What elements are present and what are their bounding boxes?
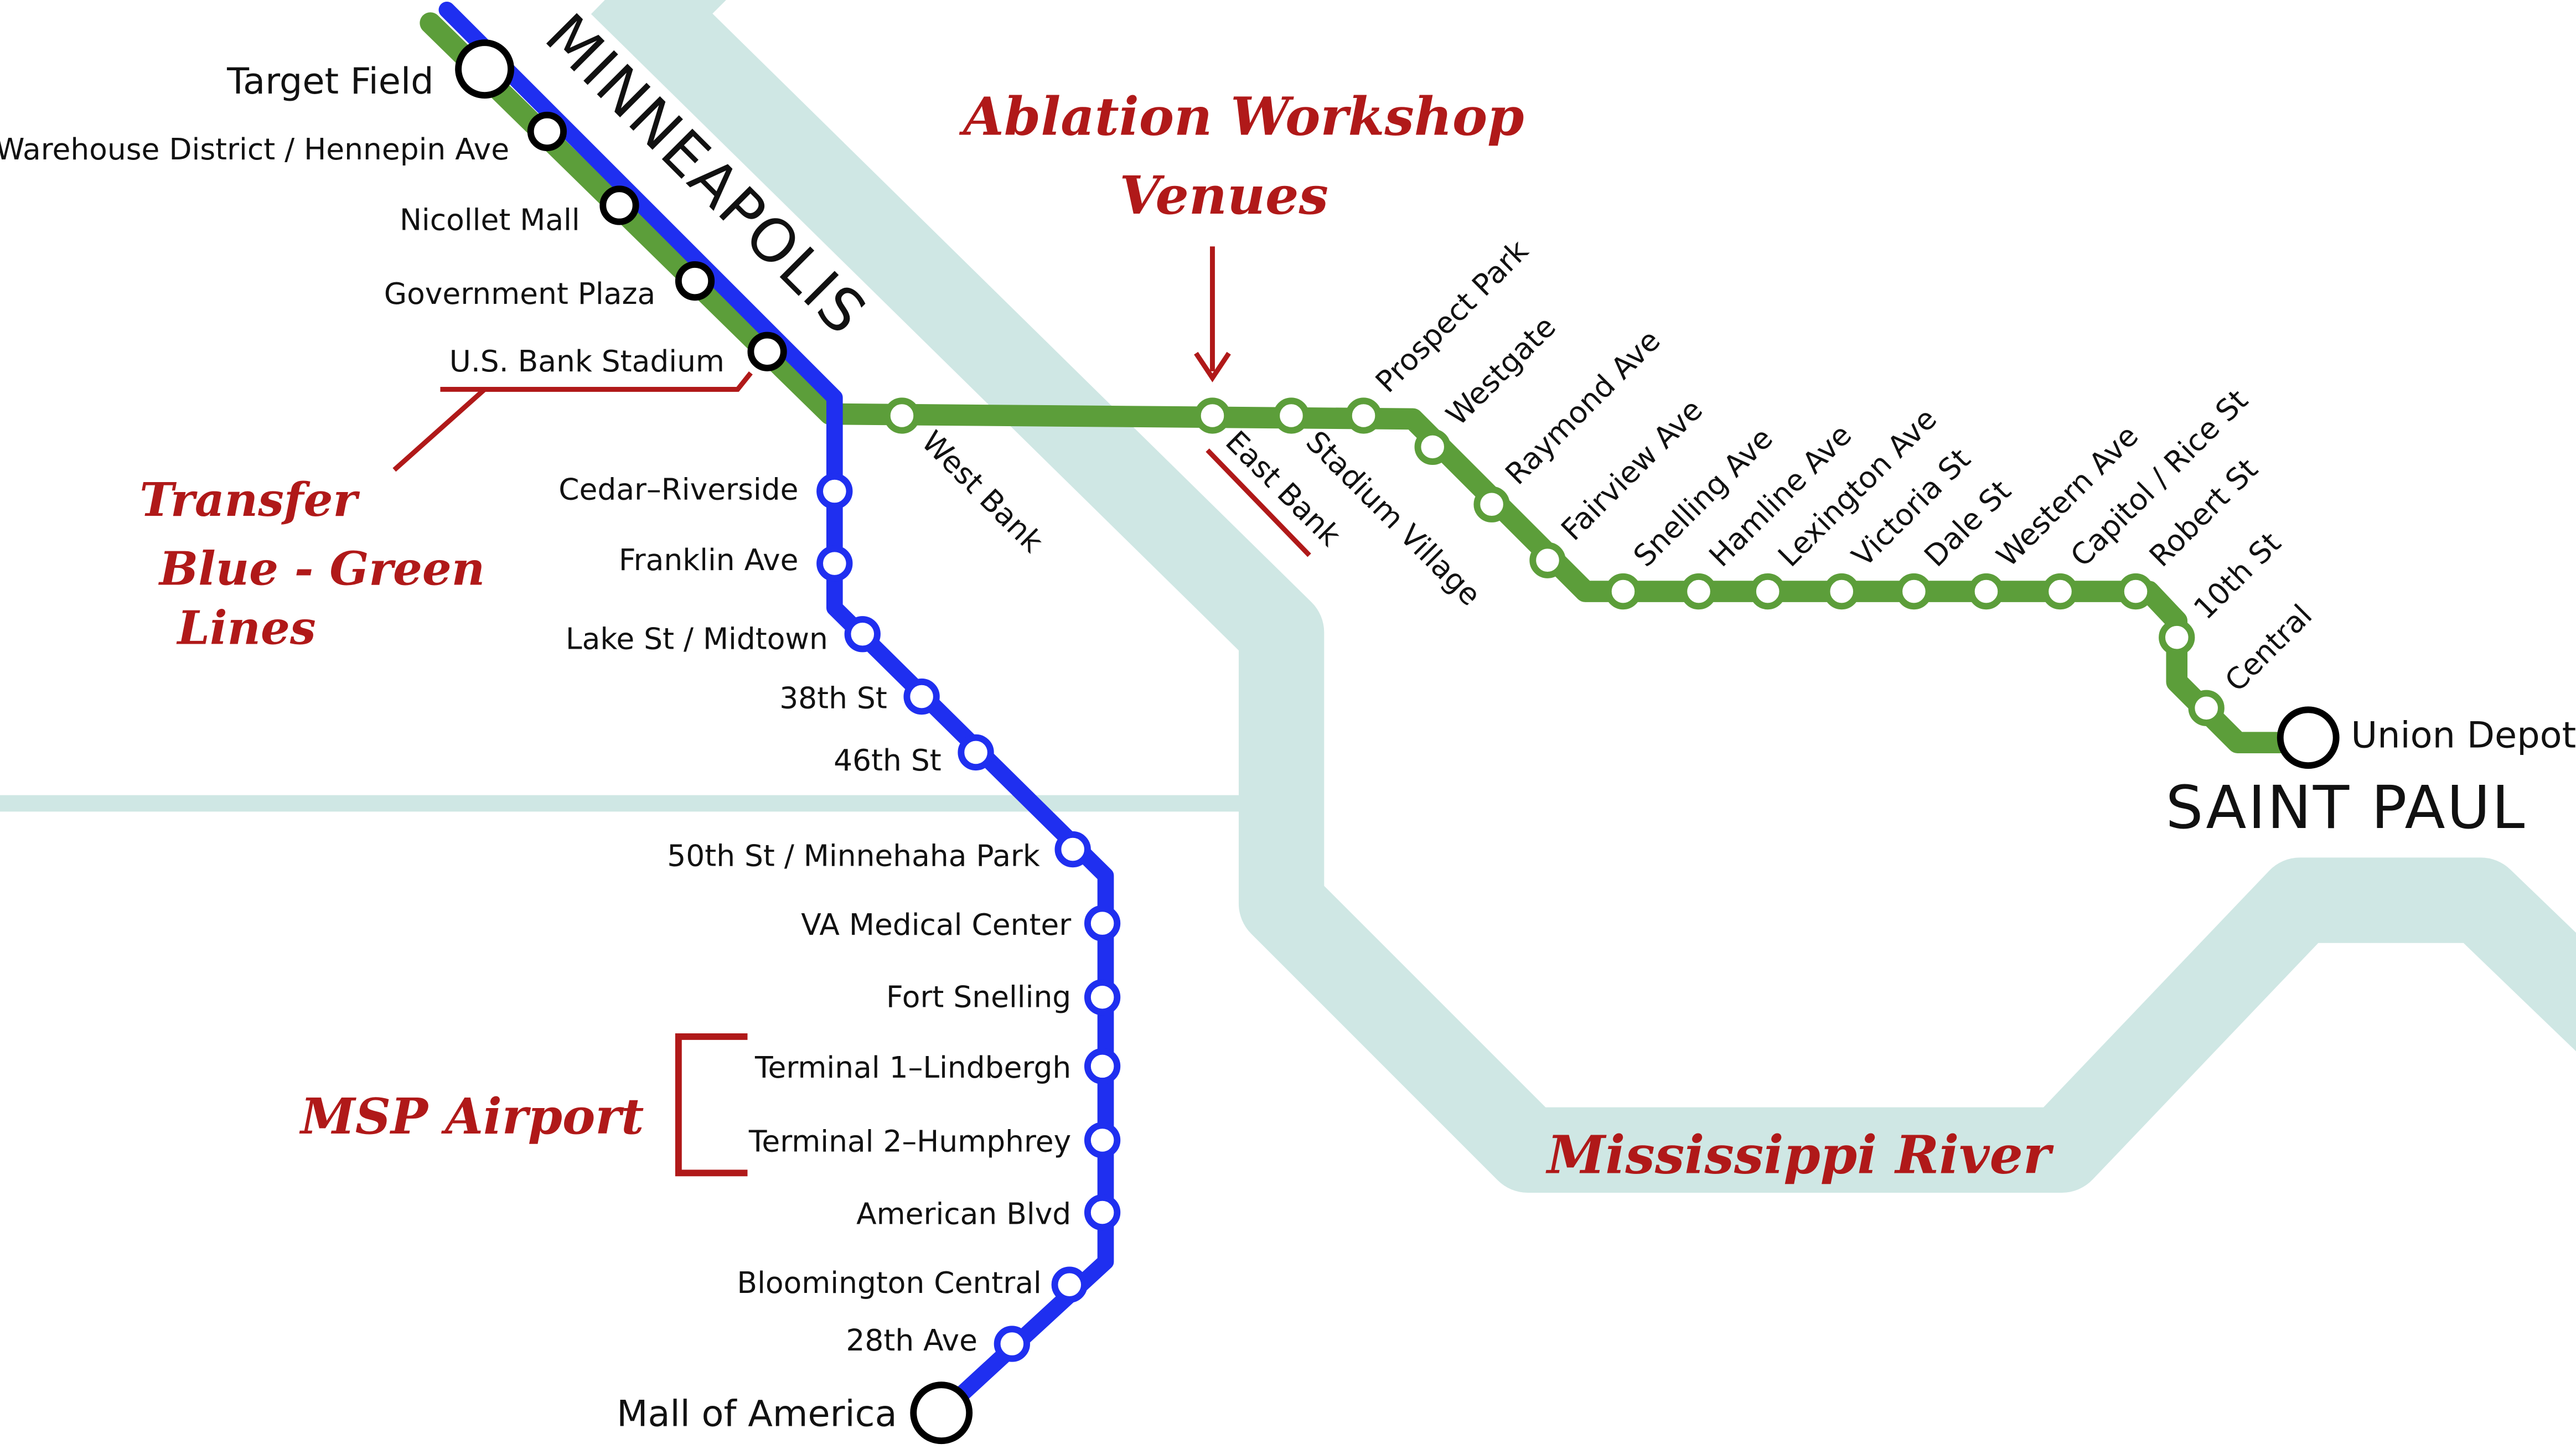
station-victoria-st[interactable]	[1823, 573, 1860, 610]
station-franklin-ave[interactable]	[816, 545, 853, 582]
station-bloomington-central[interactable]	[1051, 1266, 1088, 1303]
label-central: Central	[2218, 598, 2319, 698]
river-label: Mississippi River	[1545, 1124, 2054, 1186]
station-lake-st-midtown[interactable]	[844, 616, 881, 653]
label-50th-st: 50th St / Minnehaha Park	[667, 838, 1040, 873]
station-38th-st[interactable]	[903, 678, 940, 715]
station-fort-snelling[interactable]	[1084, 979, 1121, 1016]
station-central[interactable]	[2188, 690, 2225, 726]
station-stadium-village[interactable]	[1273, 397, 1310, 434]
label-lake-st-midtown: Lake St / Midtown	[566, 621, 828, 656]
shared-stations	[455, 39, 787, 371]
transfer-line2: Blue - Green	[158, 542, 485, 596]
station-raymond-ave[interactable]	[1473, 486, 1510, 522]
station-terminal-2[interactable]	[1084, 1122, 1121, 1158]
station-government-plaza[interactable]	[675, 261, 715, 301]
river-top-right	[678, 0, 726, 24]
label-american-blvd: American Blvd	[856, 1196, 1071, 1231]
label-government-plaza: Government Plaza	[384, 276, 656, 311]
station-american-blvd[interactable]	[1084, 1194, 1121, 1231]
transfer-line3: Lines	[177, 601, 316, 655]
station-warehouse-district[interactable]	[527, 111, 567, 152]
station-us-bank-stadium[interactable]	[747, 332, 787, 371]
station-terminal-1[interactable]	[1084, 1048, 1121, 1085]
green-stations	[883, 397, 2225, 726]
label-us-bank-stadium: U.S. Bank Stadium	[449, 344, 725, 379]
station-west-bank[interactable]	[883, 397, 920, 434]
station-target-field[interactable]	[455, 39, 515, 99]
station-east-bank[interactable]	[1194, 397, 1231, 434]
east-bank-underline	[1206, 448, 1311, 557]
label-46th-st: 46th St	[834, 743, 942, 778]
label-terminal-1: Terminal 1–Lindbergh	[754, 1050, 1071, 1085]
station-fairview-ave[interactable]	[1529, 542, 1566, 578]
label-franklin-ave: Franklin Ave	[619, 542, 799, 577]
river-main	[591, 0, 2576, 1193]
label-nicollet-mall: Nicollet Mall	[400, 203, 580, 237]
label-va-medical-center: VA Medical Center	[801, 907, 1071, 942]
station-10th-st[interactable]	[2159, 619, 2195, 656]
label-mall-of-america: Mall of America	[617, 1393, 897, 1435]
station-union-depot[interactable]	[2277, 706, 2340, 769]
venues-title-line2: Venues	[1120, 165, 1328, 226]
venues-annotation: Ablation Workshop Venues	[959, 86, 1524, 557]
transfer-line1: Transfer	[139, 473, 360, 527]
station-28th-ave[interactable]	[994, 1326, 1031, 1362]
station-hamline-ave[interactable]	[1680, 573, 1717, 610]
label-bloomington-central: Bloomington Central	[737, 1265, 1041, 1300]
label-fort-snelling: Fort Snelling	[886, 980, 1071, 1015]
label-warehouse-district: Warehouse District / Hennepin Ave	[0, 132, 509, 167]
station-prospect-park[interactable]	[1345, 397, 1382, 434]
label-10th-st: 10th St	[2187, 525, 2288, 626]
station-robert-st[interactable]	[2117, 573, 2154, 610]
airport-annotation: MSP Airport	[299, 1033, 748, 1177]
label-terminal-2: Terminal 2–Humphrey	[748, 1124, 1071, 1159]
station-capitol-rice-st[interactable]	[2042, 573, 2078, 610]
label-target-field: Target Field	[226, 60, 433, 102]
airport-bracket	[675, 1033, 748, 1177]
venues-arrow-head	[1194, 351, 1231, 382]
station-westgate[interactable]	[1414, 428, 1451, 465]
station-western-ave[interactable]	[1968, 573, 2005, 610]
station-nicollet-mall[interactable]	[599, 185, 639, 225]
label-28th-ave: 28th Ave	[846, 1323, 977, 1358]
label-cedar-riverside: Cedar–Riverside	[558, 472, 798, 506]
station-dale-st[interactable]	[1896, 573, 1932, 610]
station-lexington-ave[interactable]	[1750, 573, 1786, 610]
blue-stations	[816, 473, 1121, 1362]
venues-title-line1: Ablation Workshop	[959, 86, 1524, 147]
station-mall-of-america[interactable]	[910, 1381, 973, 1445]
station-va-medical-center[interactable]	[1084, 905, 1121, 941]
station-snelling-ave[interactable]	[1605, 573, 1642, 610]
station-cedar-riverside[interactable]	[816, 473, 853, 510]
city-label-saint-paul: SAINT PAUL	[2166, 774, 2527, 842]
station-50th-st[interactable]	[1054, 831, 1091, 868]
label-union-depot: Union Depot	[2351, 715, 2576, 757]
label-38th-st: 38th St	[779, 680, 887, 715]
transfer-annotation: Transfer Blue - Green Lines	[139, 371, 753, 655]
airport-label: MSP Airport	[299, 1087, 644, 1145]
station-46th-st[interactable]	[958, 734, 994, 771]
